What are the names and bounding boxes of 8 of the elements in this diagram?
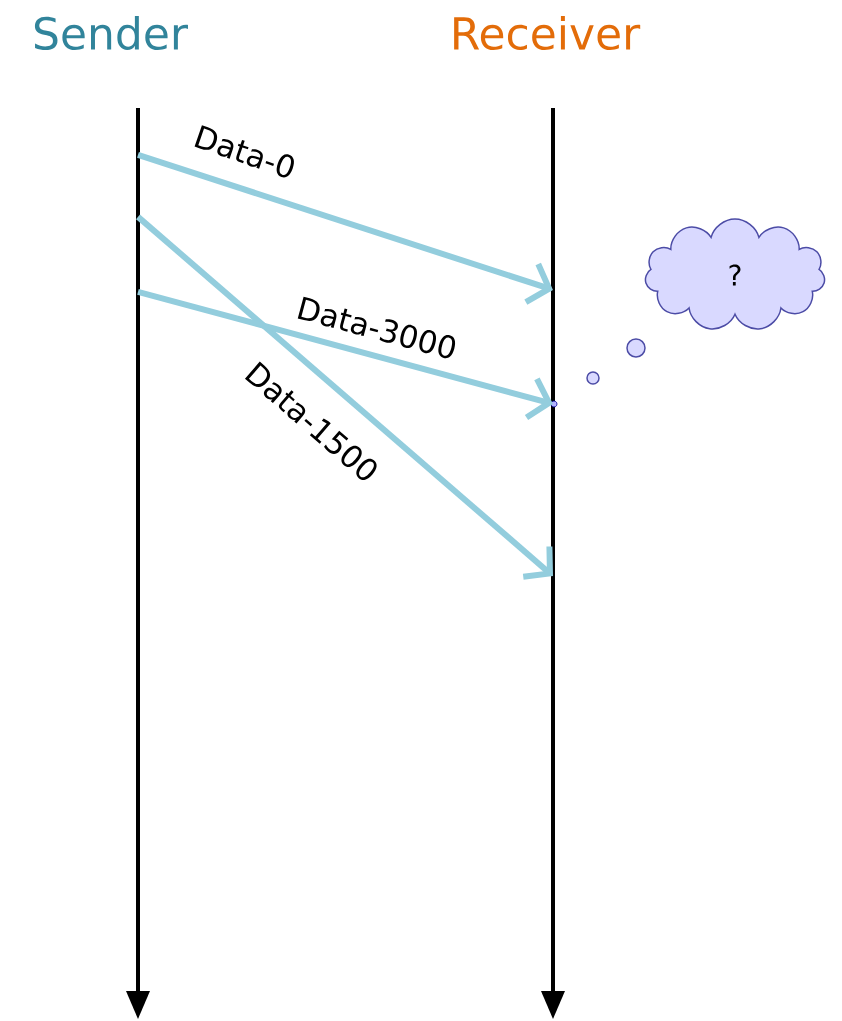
thought-cloud: ?: [644, 218, 826, 330]
timeline-arrow: [541, 108, 565, 1019]
timeline-arrow: [126, 108, 150, 1019]
arrow: [137, 151, 553, 305]
heading: Receiver: [454, 16, 641, 51]
heading: Sender: [34, 16, 188, 51]
arrow: [137, 288, 553, 420]
arrow: [136, 214, 553, 580]
